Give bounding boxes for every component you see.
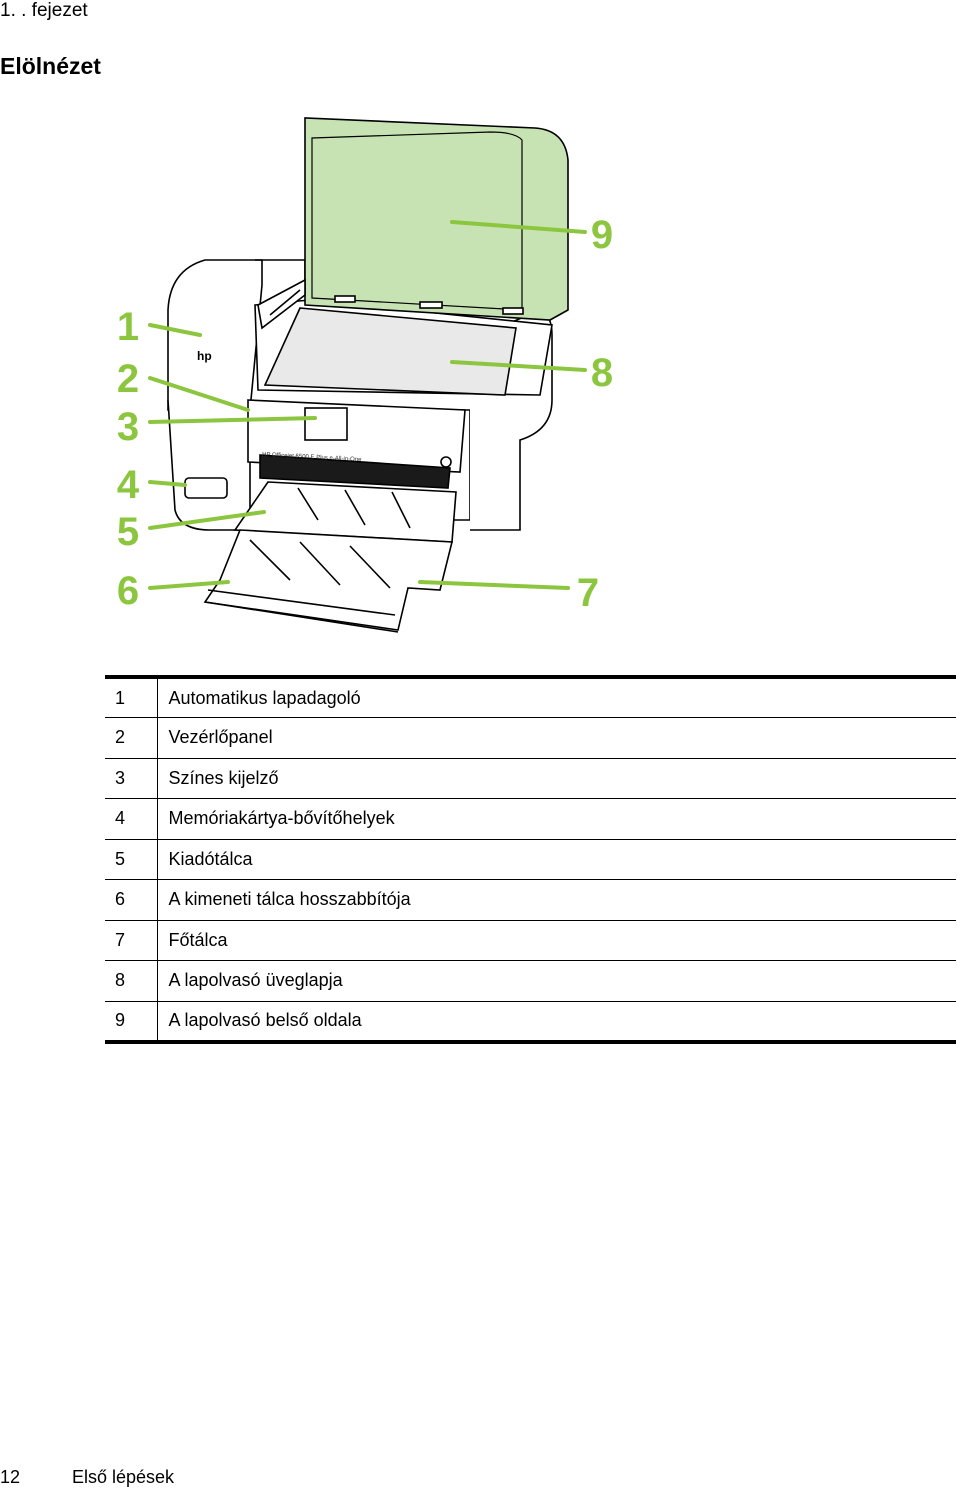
part-label: Kiadótálca <box>157 839 956 880</box>
part-label: Automatikus lapadagoló <box>157 675 956 718</box>
part-label: A kimeneti tálca hosszabbítója <box>157 879 956 921</box>
page-number: 12 <box>0 1467 21 1487</box>
callout-3: 3 <box>117 405 139 449</box>
callout-9: 9 <box>591 213 613 257</box>
callout-7: 7 <box>577 571 599 615</box>
printer-front-view-figure: hp HP Officejet 6500 E Plus e-All-in-One… <box>0 110 960 650</box>
callout-4: 4 <box>117 463 140 507</box>
part-number: 5 <box>105 839 158 880</box>
hp-logo: hp <box>197 349 212 363</box>
part-number: 2 <box>105 717 158 759</box>
callout-leaders <box>148 220 587 590</box>
part-label: A lapolvasó üveglapja <box>157 960 956 1002</box>
printer-illustration <box>167 117 569 633</box>
part-label: Főtálca <box>157 920 956 961</box>
part-label: Memóriakártya-bővítőhelyek <box>157 798 956 840</box>
section-title: Elölnézet <box>0 53 101 79</box>
part-number: 3 <box>105 758 158 799</box>
part-label: A lapolvasó belső oldala <box>157 1001 956 1044</box>
model-label: HP Officejet 6500 E Plus e-All-in-One <box>262 452 362 463</box>
part-number: 1 <box>105 675 158 718</box>
part-number: 7 <box>105 920 158 961</box>
callout-1: 1 <box>117 305 139 349</box>
part-number: 9 <box>105 1001 158 1044</box>
chapter-header: 1. . fejezet <box>0 0 88 21</box>
callout-8: 8 <box>591 351 613 395</box>
page-footer: 12 Első lépések <box>0 1466 174 1488</box>
part-label: Vezérlőpanel <box>157 717 956 759</box>
callout-6: 6 <box>117 569 139 613</box>
part-label: Színes kijelző <box>157 758 956 799</box>
callout-2: 2 <box>117 357 139 401</box>
footer-section-name: Első lépések <box>72 1467 175 1487</box>
part-number: 8 <box>105 960 158 1002</box>
callout-5: 5 <box>117 510 139 554</box>
part-number: 6 <box>105 879 158 921</box>
part-number: 4 <box>105 798 158 840</box>
